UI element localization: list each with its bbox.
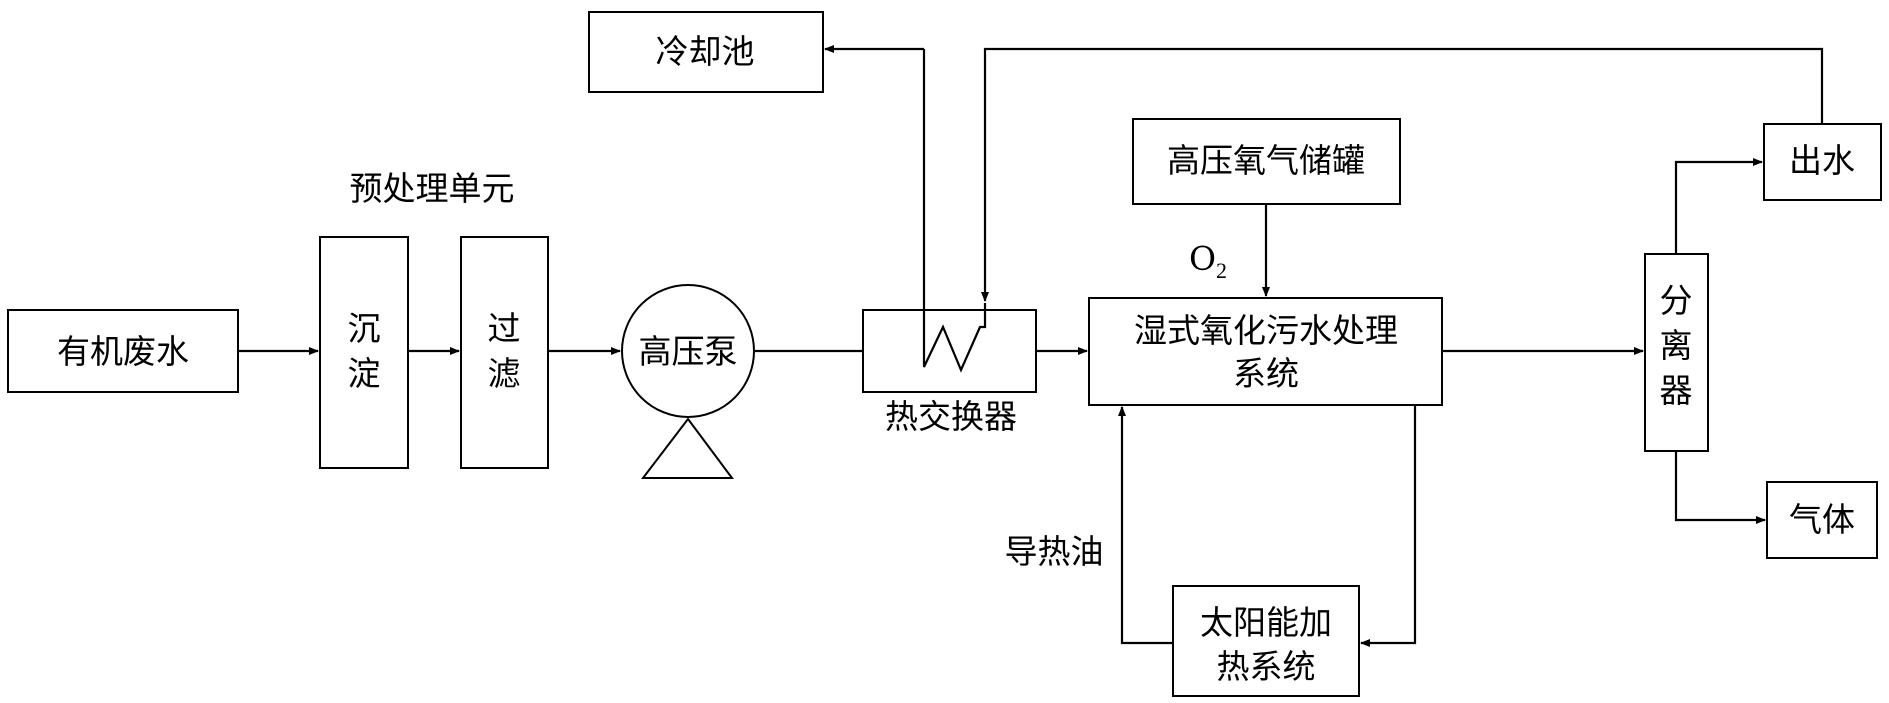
pump-symbol	[621, 284, 755, 479]
oxygen-tank-label: 高压氧气储罐	[1167, 141, 1365, 180]
solar-heating-box	[1172, 585, 1360, 697]
water-out-box	[1763, 123, 1882, 201]
flow-separator-to-water	[1674, 158, 1763, 254]
sediment-label-2: 淀	[348, 354, 381, 393]
separator-label-2: 离	[1660, 326, 1693, 365]
flow-oxidation-to-solar	[1360, 405, 1417, 647]
flow-separator-to-gas	[1674, 451, 1766, 524]
sediment-label-1: 沉	[348, 309, 381, 348]
heat-oil-label: 导热油	[1005, 532, 1104, 571]
water-out-label: 出水	[1789, 141, 1855, 180]
solar-heating-label-2: 热系统	[1217, 647, 1316, 686]
oxygen-formula: O2	[1189, 239, 1227, 283]
sediment-box	[319, 236, 409, 469]
wet-oxidation-label-1: 湿式氧化污水处理	[1134, 311, 1398, 350]
flow-solar-to-oxidation	[1118, 406, 1173, 645]
filter-label-1: 过	[488, 309, 521, 348]
wet-oxidation-label-2: 系统	[1233, 354, 1299, 393]
separator-label-3: 器	[1660, 371, 1693, 410]
wastewater-label: 有机废水	[57, 332, 189, 371]
flow-return-to-exchanger	[981, 47, 1824, 302]
gas-label: 气体	[1789, 500, 1855, 539]
filter-label-2: 滤	[488, 354, 521, 393]
heat-exchanger-label: 热交换器	[885, 397, 1017, 436]
wastewater-box	[7, 309, 239, 393]
pump-label: 高压泵	[639, 332, 738, 371]
filter-box	[460, 236, 549, 469]
oxygen-tank-box	[1132, 118, 1401, 205]
cooling-pool-label: 冷却池	[656, 32, 755, 71]
wet-oxidation-box	[1088, 297, 1443, 406]
pretreatment-title: 预处理单元	[350, 169, 515, 208]
cooling-pool-box	[588, 11, 824, 93]
heat-exchanger-box	[862, 309, 1037, 393]
separator-box	[1644, 253, 1709, 452]
separator-label-1: 分	[1660, 281, 1693, 320]
gas-box	[1766, 481, 1878, 559]
heat-exchanger-coil	[922, 49, 987, 373]
solar-heating-label-1: 太阳能加	[1200, 603, 1332, 642]
